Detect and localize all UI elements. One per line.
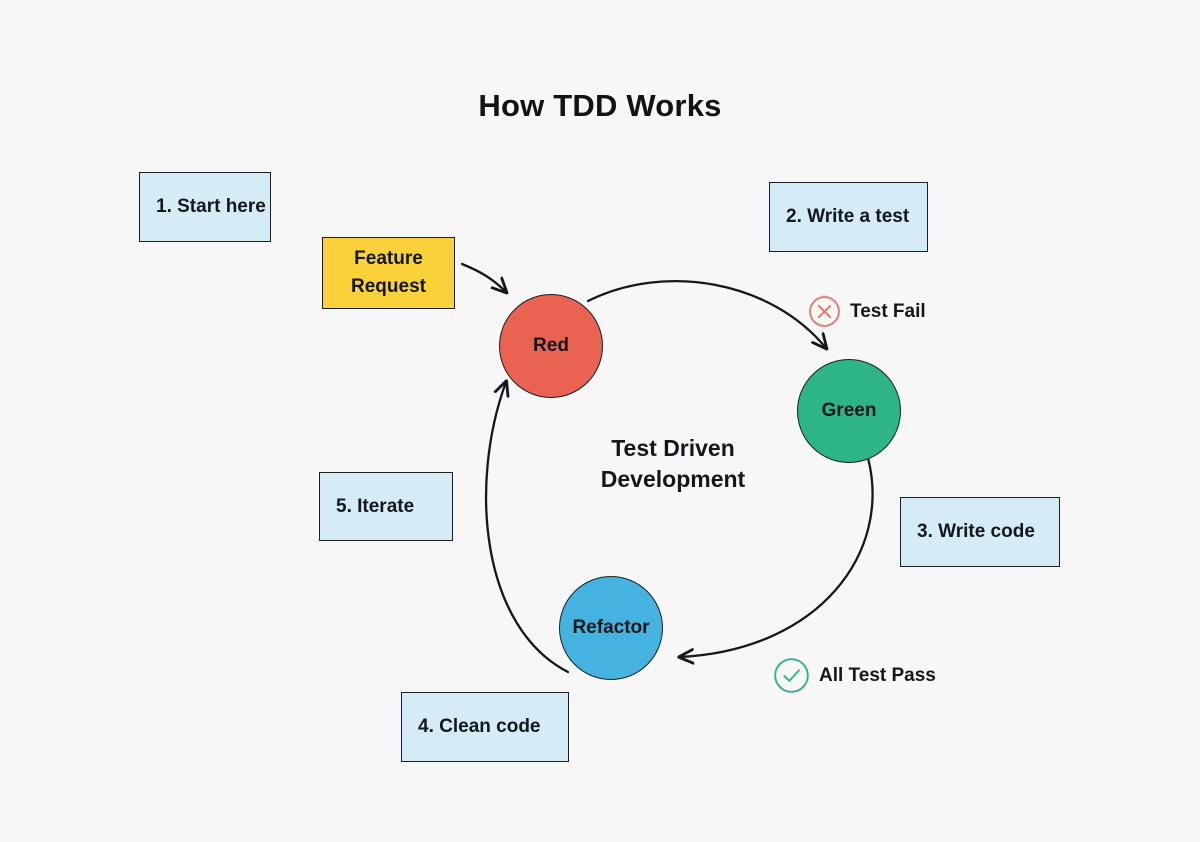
step-box-5-label: 5. Iterate	[336, 495, 415, 517]
step-box-1-label: 1. Start here	[156, 196, 266, 217]
page-title: How TDD Works	[478, 88, 722, 123]
step-box-2[interactable]: 2. Write a test	[769, 182, 928, 252]
step-box-3[interactable]: 3. Write code	[900, 497, 1060, 567]
node-refactor[interactable]: Refactor	[559, 576, 663, 680]
step-box-5[interactable]: 5. Iterate	[319, 472, 453, 541]
step-box-4-label: 4. Clean code	[418, 716, 541, 737]
circle-x-icon	[809, 296, 840, 327]
center-caption-line1: Test Driven	[611, 435, 735, 461]
step-box-4[interactable]: 4. Clean code	[401, 692, 569, 762]
step-box-1[interactable]: 1. Start here	[139, 172, 271, 242]
step-box-3-label: 3. Write code	[917, 521, 1035, 542]
marker-all-test-pass: All Test Pass	[773, 657, 936, 694]
arrow-refactor-to-red	[485, 382, 570, 674]
arrow-feature-to-red	[460, 262, 506, 292]
feature-request-label-line1: Feature	[354, 248, 423, 270]
marker-all-test-pass-label: All Test Pass	[819, 664, 936, 686]
marker-test-fail: Test Fail	[808, 295, 926, 328]
node-red[interactable]: Red	[499, 294, 603, 398]
circle-check-icon	[774, 658, 809, 693]
marker-test-fail-label: Test Fail	[850, 300, 926, 322]
node-green[interactable]: Green	[797, 359, 901, 463]
node-refactor-label: Refactor	[572, 617, 650, 638]
feature-request-label-line2: Request	[351, 276, 426, 297]
center-caption: Test Driven Development	[533, 433, 813, 495]
step-box-2-label: 2. Write a test	[786, 206, 910, 227]
arrow-red-to-green	[586, 279, 826, 348]
feature-request-box[interactable]: Feature Request	[322, 237, 455, 309]
center-caption-line2: Development	[600, 466, 746, 493]
node-green-label: Green	[821, 400, 877, 421]
node-red-label: Red	[533, 335, 569, 356]
